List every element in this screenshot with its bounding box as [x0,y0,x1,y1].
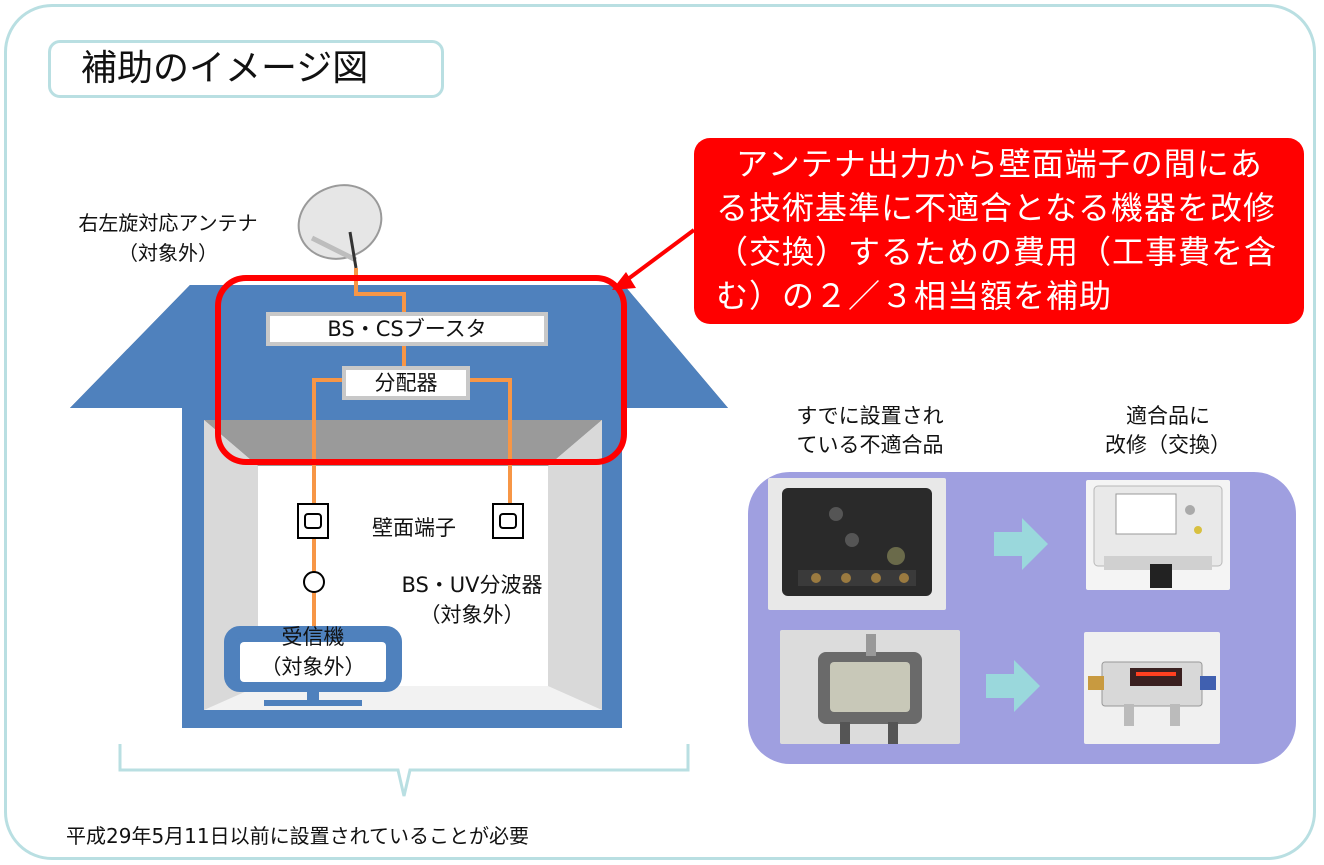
compliant-heading: 適合品に 改修（交換） [1068,402,1268,460]
compliant-heading-line1: 適合品に [1126,404,1210,428]
old-splitter-photo [780,630,960,744]
dish-antenna-icon [297,184,383,269]
room-ceiling [204,420,602,466]
target-area-highlight [215,275,627,465]
separator-icon [303,571,325,593]
antenna-label: 右左旋対応アンテナ （対象外） [28,208,308,268]
receiver-label-line1: 受信機 [281,625,345,649]
receiver-tv-icon [224,626,402,706]
receiver-label-line2: （対象外） [260,655,366,679]
old-booster-photo [768,478,946,610]
separator-label-line2: （対象外） [419,603,525,627]
wall-terminal-label: 壁面端子 [372,516,456,540]
antenna-label-line2: （対象外） [118,241,218,265]
bracket [118,744,690,797]
noncompliant-heading-line1: すでに設置され [796,404,944,428]
callout-arrow-icon [612,228,696,290]
wall-terminal-right-icon [492,503,524,539]
receiver-label: 受信機 （対象外） [240,622,386,682]
new-splitter-photo [1084,632,1220,744]
antenna-label-line1: 右左旋対応アンテナ [78,211,258,235]
replace-arrow-bottom-icon [986,660,1040,712]
separator-label: BS・UV分波器 （対象外） [372,570,572,630]
noncompliant-heading-line2: ている不適合品 [796,433,944,457]
subsidy-callout: アンテナ出力から壁面端子の間にある技術基準に不適合となる機器を改修（交換）するた… [694,138,1304,324]
footer-note: 平成29年5月11日以前に設置されていることが必要 [66,824,530,848]
booster-box: BS・CSブースタ [266,312,548,346]
wall-terminal-left-icon [297,503,329,539]
room-right-wall [548,420,602,710]
roof [70,285,728,408]
new-booster-photo [1086,480,1230,590]
outer-frame [4,4,1316,860]
replace-arrow-top-icon [994,518,1048,570]
noncompliant-heading: すでに設置され ている不適合品 [770,402,970,460]
splitter-box: 分配器 [342,366,470,400]
separator-label-line1: BS・UV分波器 [401,573,543,597]
page-title: 補助のイメージ図 [48,40,444,98]
compliant-heading-line2: 改修（交換） [1105,433,1231,457]
